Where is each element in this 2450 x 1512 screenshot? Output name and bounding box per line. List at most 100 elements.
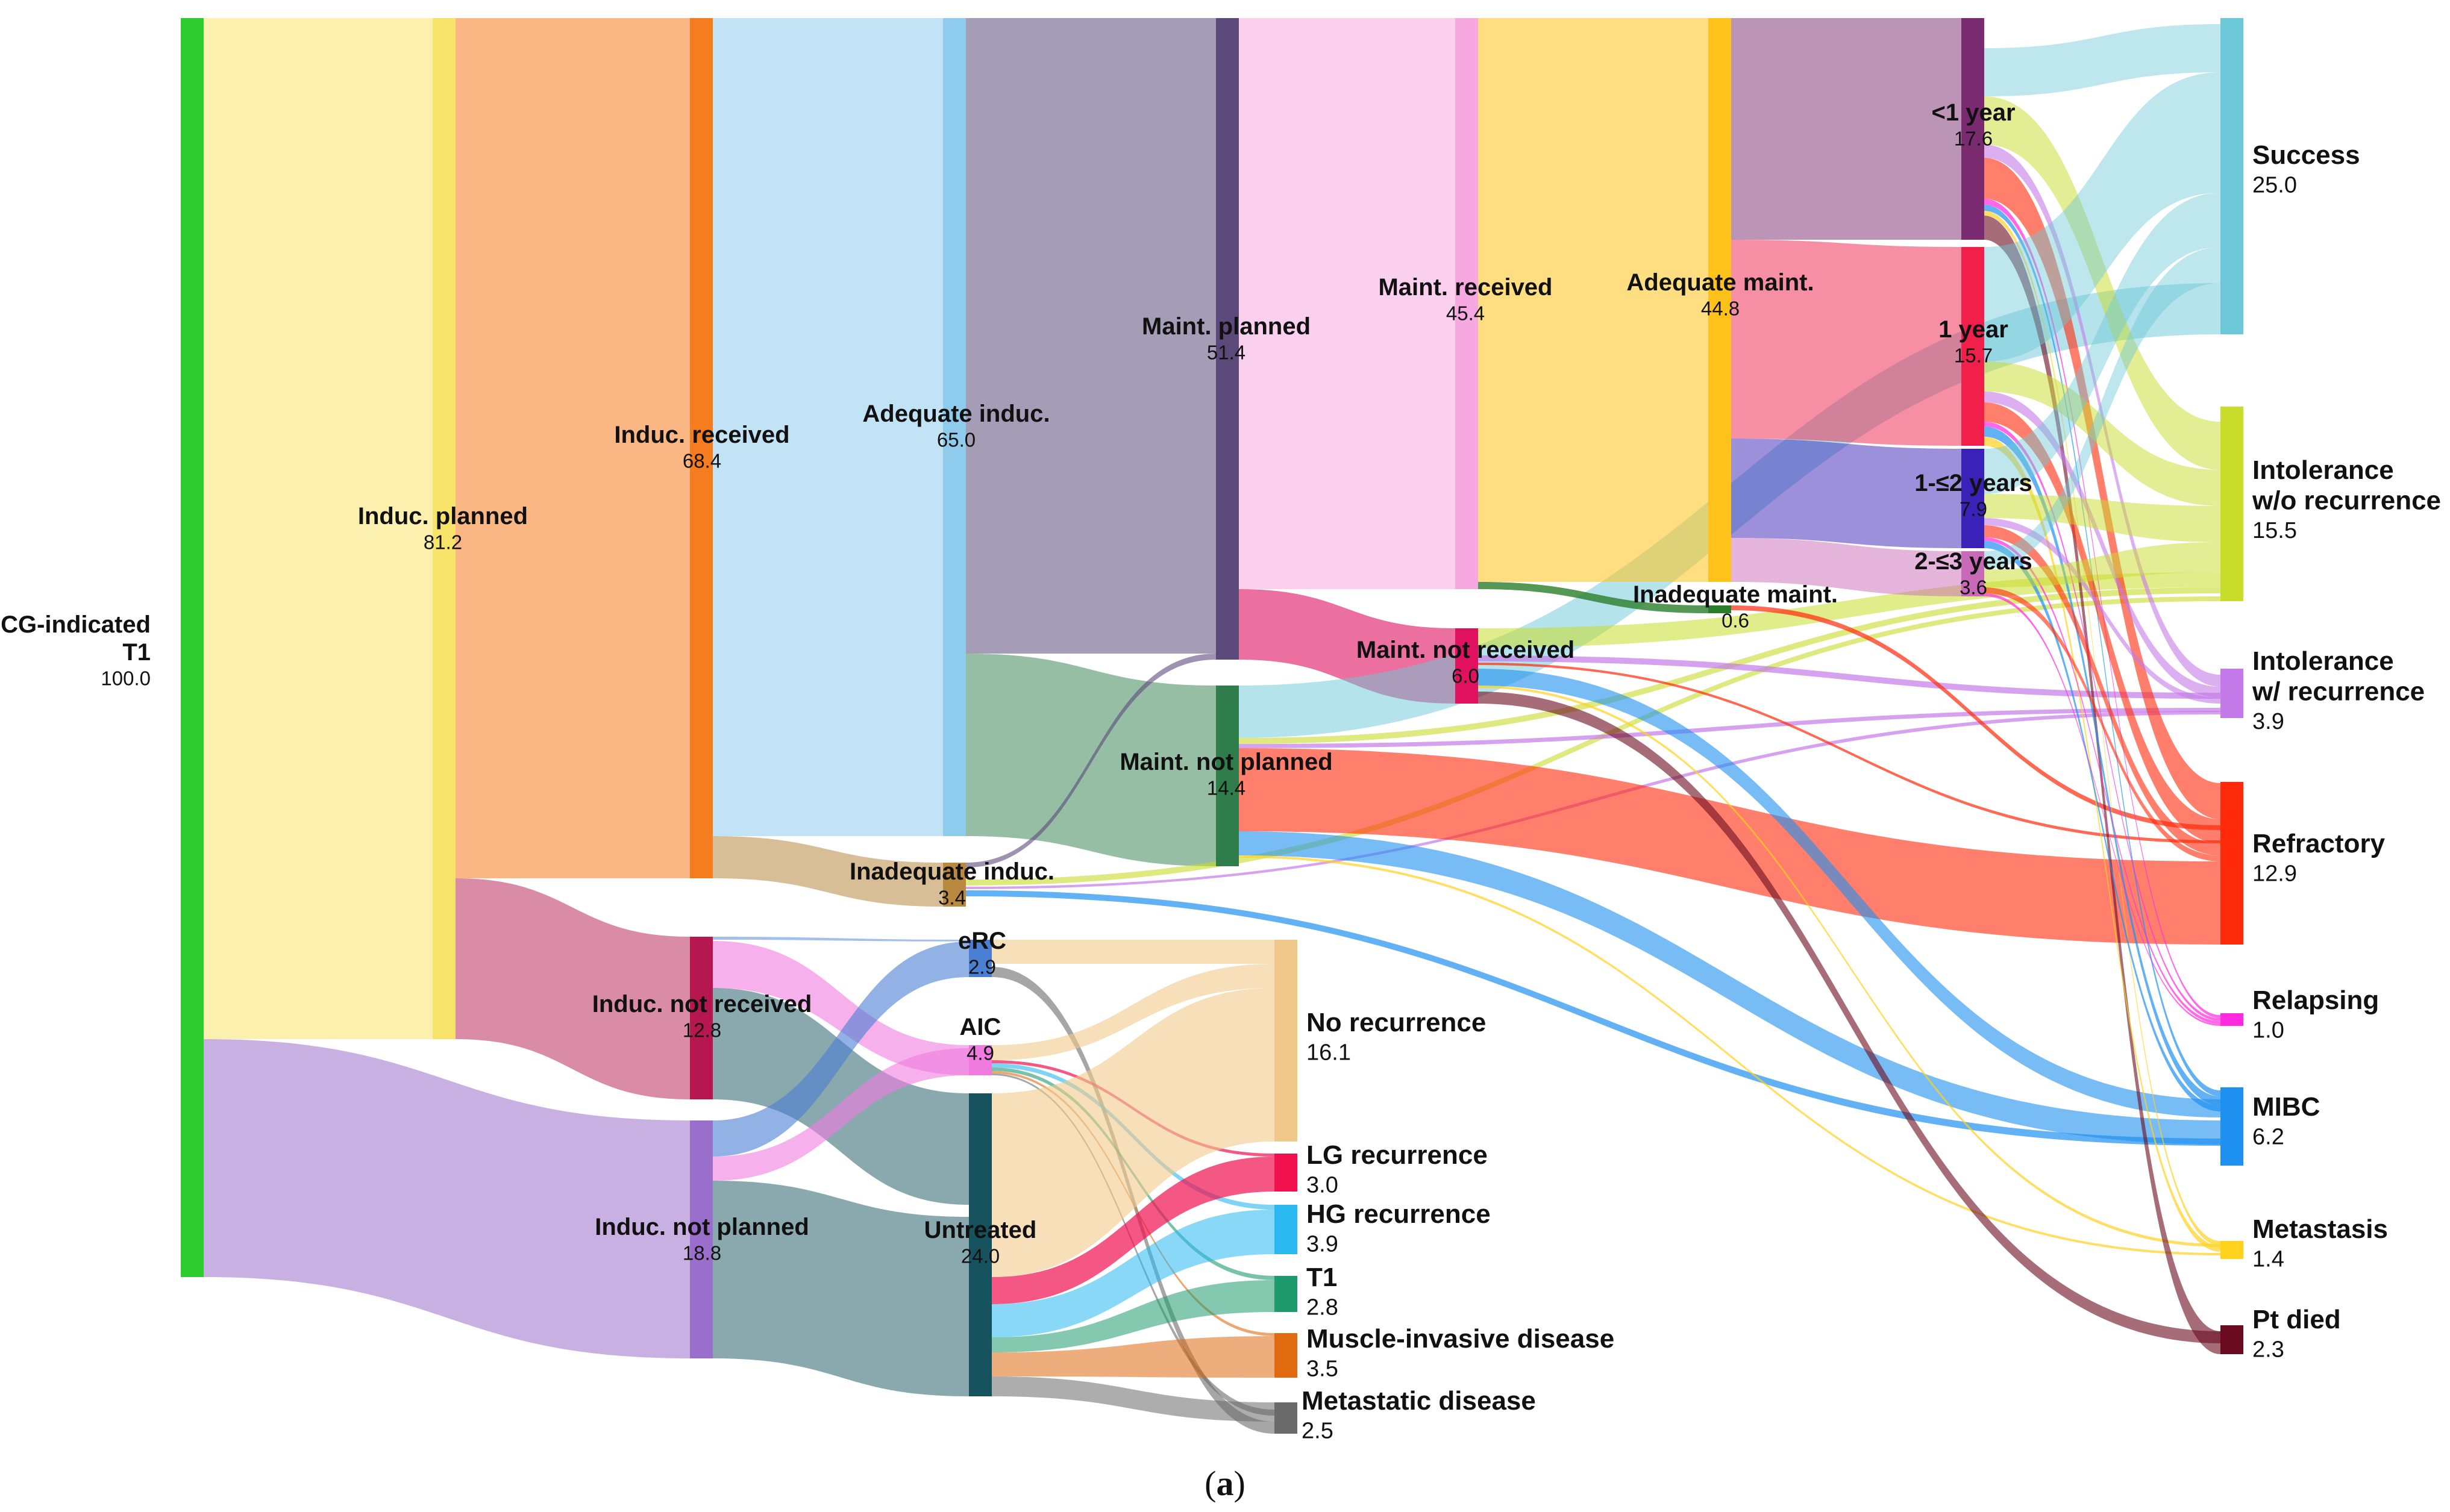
- link-y1-to-success: [1984, 72, 2220, 361]
- figure-label: (a): [1205, 1464, 1245, 1503]
- node-inadeq_ind[interactable]: [943, 863, 966, 907]
- link-bcg-to-ind_plan: [204, 18, 433, 1039]
- link-inadeq_ind-to-int_wo: [966, 596, 2220, 886]
- link-adeq_maint-to-y23: [1731, 538, 1961, 596]
- link-ind_rec-to-inadeq_ind: [713, 836, 943, 907]
- link-maint_notrec-to-refractory: [1478, 663, 2220, 843]
- link-ind_plan-to-ind_notrec: [456, 878, 690, 1099]
- link-adeq_maint-to-y12: [1731, 439, 1961, 548]
- link-untreated-to-t1out: [992, 1280, 1274, 1352]
- link-aic-to-norec: [992, 964, 1274, 1060]
- node-y1[interactable]: [1961, 247, 1984, 446]
- node-int_wo[interactable]: [2220, 407, 2243, 601]
- node-success[interactable]: [2220, 18, 2243, 334]
- node-erc[interactable]: [969, 940, 992, 977]
- link-untreated-to-lgrec: [992, 1157, 1274, 1304]
- node-mibc[interactable]: [2220, 1087, 2243, 1166]
- link-maint_notplan-to-mibc: [1239, 831, 2220, 1145]
- link-maint_rec-to-adeq_maint: [1478, 18, 1708, 582]
- link-ind_notplan-to-untreated: [713, 1181, 969, 1396]
- node-bcg[interactable]: [181, 18, 204, 1277]
- link-y12-to-success: [1984, 193, 2220, 494]
- label-adeq_maint: Adequate maint.44.8: [1626, 269, 1814, 319]
- node-mid[interactable]: [1274, 1333, 1297, 1378]
- node-y23[interactable]: [1961, 551, 1984, 596]
- node-ind_plan[interactable]: [433, 18, 456, 1039]
- link-y23-to-refractory: [1984, 587, 2220, 861]
- node-maint_plan[interactable]: [1216, 18, 1239, 660]
- node-adeq_maint[interactable]: [1708, 18, 1731, 582]
- label-inadeq_maint: Inadequate maint.0.6: [1633, 581, 1838, 631]
- link-y1-to-metastasis: [1984, 437, 2220, 1252]
- link-y12-to-relapsing: [1984, 537, 2220, 1024]
- node-lt1[interactable]: [1961, 18, 1984, 240]
- node-ptdied[interactable]: [2220, 1325, 2243, 1354]
- link-maint_notrec-to-int_w: [1478, 655, 2220, 699]
- link-maint_notplan-to-int_w: [1239, 708, 2220, 748]
- link-maint_notrec-to-ptdied: [1478, 692, 2220, 1343]
- node-maint_notrec[interactable]: [1455, 628, 1478, 704]
- link-untreated-to-norec: [992, 988, 1274, 1277]
- node-adeq_ind[interactable]: [943, 18, 966, 836]
- link-y1-to-int_wo: [1984, 361, 2220, 506]
- link-ind_notrec-to-untreated: [713, 988, 969, 1205]
- sankey-nodes: [181, 18, 2243, 1434]
- node-y12[interactable]: [1961, 449, 1984, 548]
- node-maint_notplan[interactable]: [1216, 686, 1239, 866]
- node-int_w[interactable]: [2220, 669, 2243, 718]
- node-refractory[interactable]: [2220, 782, 2243, 945]
- node-hgrec[interactable]: [1274, 1205, 1297, 1254]
- node-t1out[interactable]: [1274, 1276, 1297, 1312]
- node-ind_notrec[interactable]: [690, 937, 713, 1099]
- link-y12-to-int_wo: [1984, 494, 2220, 542]
- link-ind_notrec-to-aic: [713, 941, 969, 1075]
- link-y23-to-relapsing: [1984, 593, 2220, 1026]
- node-untreated[interactable]: [969, 1093, 992, 1396]
- node-metdis[interactable]: [1274, 1402, 1297, 1434]
- node-lgrec[interactable]: [1274, 1154, 1297, 1192]
- link-inadeq_maint-to-refractory: [1731, 605, 2220, 830]
- node-ind_notplan[interactable]: [690, 1120, 713, 1358]
- link-y12-to-mibc: [1984, 541, 2220, 1111]
- node-norec[interactable]: [1274, 940, 1297, 1142]
- link-y12-to-refractory: [1984, 525, 2220, 855]
- link-maint_notplan-to-metastasis: [1239, 855, 2220, 1255]
- link-ind_notplan-to-erc: [713, 942, 969, 1157]
- node-inadeq_maint[interactable]: [1708, 605, 1731, 613]
- node-metastasis[interactable]: [2220, 1241, 2243, 1259]
- link-ind_notrec-to-erc: [713, 937, 969, 942]
- link-ind_notplan-to-aic: [713, 1048, 969, 1181]
- node-ind_rec[interactable]: [690, 18, 713, 878]
- node-maint_rec[interactable]: [1455, 18, 1478, 589]
- link-adeq_ind-to-maint_plan: [966, 18, 1216, 654]
- link-maint_notrec-to-mibc: [1478, 669, 2220, 1117]
- link-inadeq_ind-to-mibc: [966, 890, 2220, 1146]
- link-maint_notplan-to-refractory: [1239, 748, 2220, 945]
- link-bcg-to-ind_notplan: [204, 1039, 690, 1358]
- link-maint_plan-to-maint_rec: [1239, 18, 1455, 589]
- link-adeq_maint-to-lt1: [1731, 18, 1961, 240]
- node-relapsing[interactable]: [2220, 1013, 2243, 1026]
- node-aic[interactable]: [969, 1045, 992, 1075]
- link-y1-to-refractory: [1984, 402, 2220, 843]
